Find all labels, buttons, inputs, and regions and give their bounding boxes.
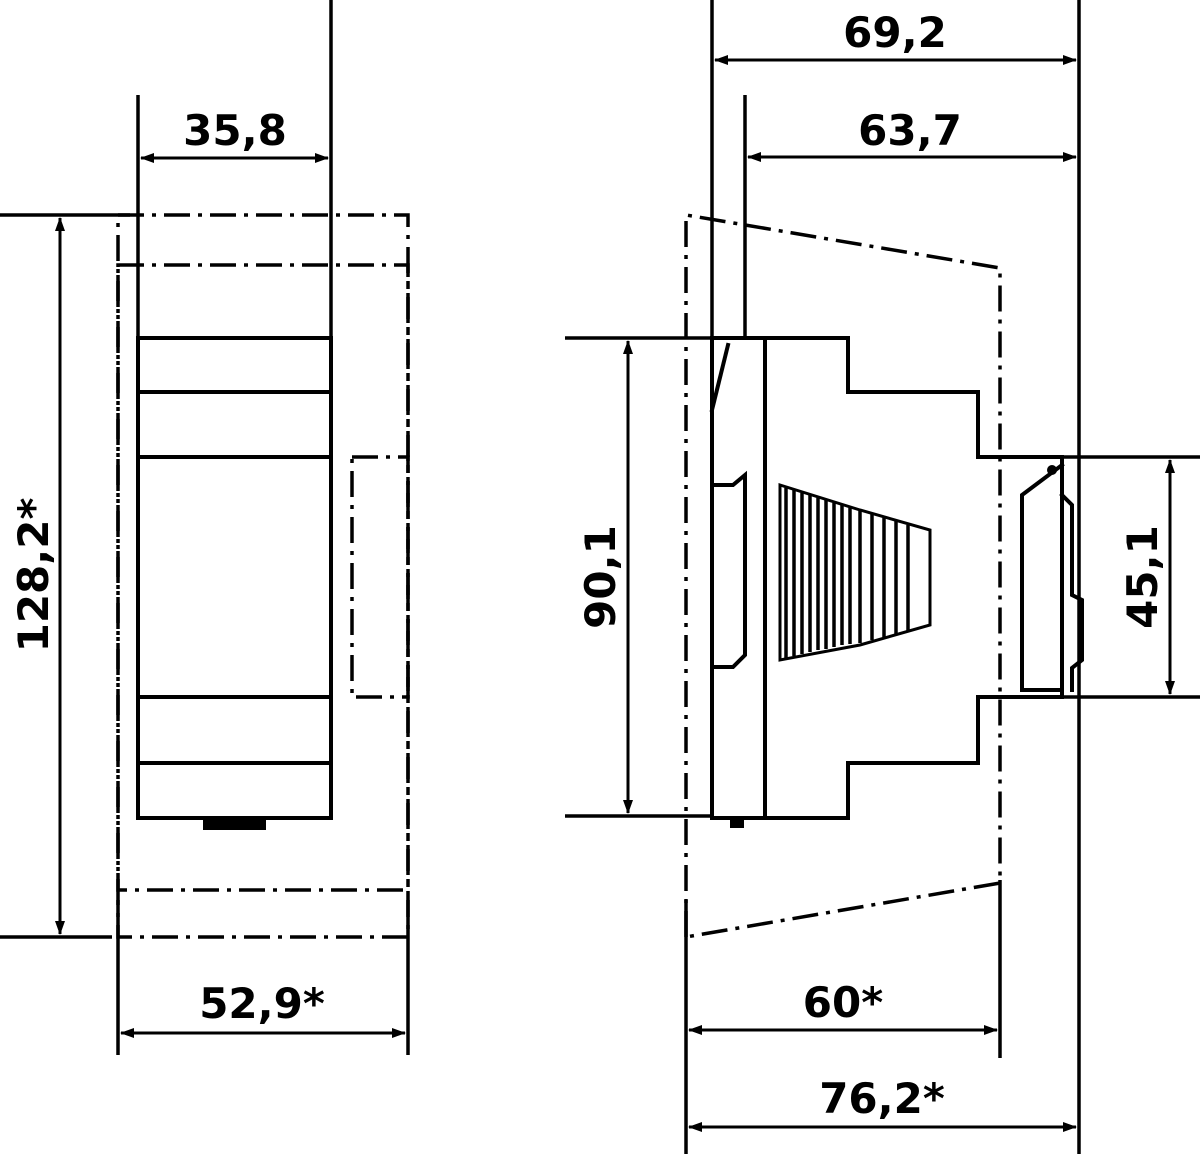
dimension-label-128-2: 128,2*	[9, 498, 58, 653]
front-view: 35,8 52,9* 128,2*	[0, 0, 410, 1055]
side-view: 69,2 63,7 60* 76,2* 90,1 45,1	[565, 0, 1200, 1154]
rail-clip-outline	[350, 455, 410, 699]
rail-latch-tab	[203, 818, 266, 830]
clearance-outline-inner	[116, 263, 410, 892]
dimension-label-60: 60*	[803, 978, 883, 1027]
dimension-label-63-7: 63,7	[858, 106, 962, 155]
dimension-label-69-2: 69,2	[843, 8, 947, 57]
rail-clip	[710, 470, 747, 669]
cooling-fin-lines	[784, 488, 910, 658]
dimension-label-76-2: 76,2*	[819, 1074, 945, 1123]
clearance-outline-side	[684, 212, 1002, 939]
device-body-front	[136, 336, 333, 820]
dimension-label-45-1: 45,1	[1118, 525, 1167, 629]
front-connector-edge	[1059, 492, 1084, 692]
latch-tab	[730, 818, 744, 828]
rail-clip-edge	[709, 342, 731, 413]
front-connector	[1020, 462, 1065, 692]
dimension-label-90-1: 90,1	[576, 525, 625, 629]
dimension-label-52-9: 52,9*	[199, 979, 325, 1028]
dimension-label-35-8: 35,8	[183, 106, 287, 155]
connector-screw	[1047, 465, 1057, 475]
device-body-side	[710, 336, 1064, 820]
